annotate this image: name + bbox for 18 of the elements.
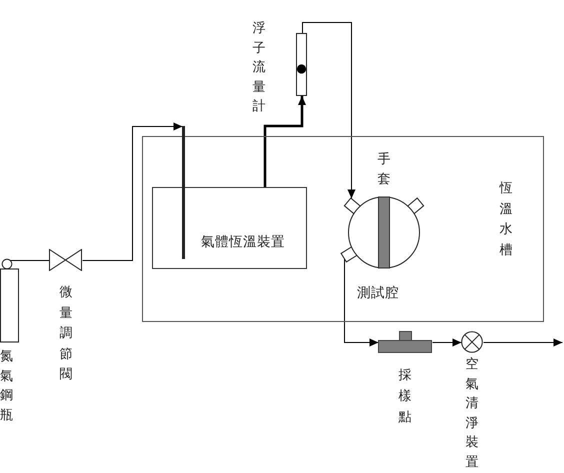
tank-label: 恆溫水槽	[500, 180, 512, 260]
box-label: 氣體恆溫裝置	[201, 233, 285, 252]
pipe-arrow	[432, 338, 462, 346]
chamber-label: 測試腔	[357, 284, 399, 303]
sampling-point-label: 採樣點	[398, 367, 412, 427]
pipe-arrow	[302, 22, 356, 199]
water-tank	[142, 136, 544, 322]
pipe-arrow	[82, 122, 183, 261]
pipe-arrow	[483, 338, 563, 346]
valve-label: 微量調節閥	[60, 284, 72, 384]
pipe-arrow	[344, 258, 379, 346]
glove-label: 手套	[378, 151, 390, 189]
flowmeter-label: 浮子流量計	[252, 20, 266, 116]
air-cleaner-label: 空氣清淨裝置	[466, 356, 478, 472]
pipe-line	[10, 260, 50, 261]
pipe-arrow	[264, 96, 306, 187]
cylinder-label: 氮氣鋼瓶	[0, 348, 13, 424]
process-box	[152, 187, 307, 269]
